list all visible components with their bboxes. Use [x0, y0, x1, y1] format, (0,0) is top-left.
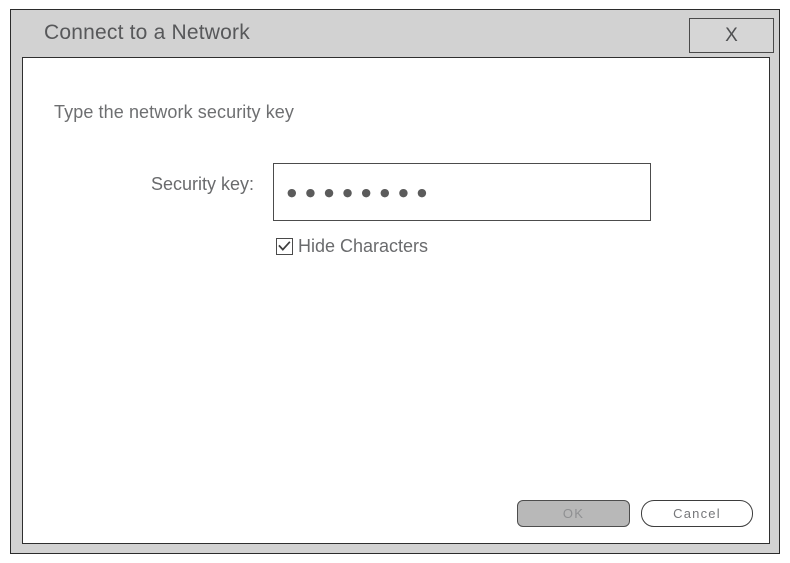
security-key-label: Security key: — [150, 174, 254, 194]
cancel-button[interactable]: Cancel — [641, 500, 753, 527]
hide-characters-checkbox[interactable] — [276, 238, 293, 255]
security-key-masked-value: ●●●●●●●● — [287, 185, 436, 199]
dialog-title-bar: Connect to a Network X — [11, 10, 779, 57]
close-button[interactable]: X — [689, 18, 774, 53]
close-icon: X — [725, 25, 738, 46]
security-key-input[interactable]: ●●●●●●●● — [273, 163, 651, 221]
instruction-text: Type the network security key — [54, 102, 295, 122]
ok-button-label: OK — [562, 506, 585, 521]
cancel-button-label: Cancel — [673, 506, 721, 521]
dialog-content-panel: Type the network security key Security k… — [22, 57, 770, 544]
ok-button[interactable]: OK — [517, 500, 630, 527]
hide-characters-checkbox-row[interactable]: Hide Characters — [276, 236, 428, 257]
hide-characters-label: Hide Characters — [298, 236, 429, 256]
dialog-title: Connect to a Network — [44, 21, 250, 44]
connect-to-network-dialog: Connect to a Network X Type the network … — [10, 9, 780, 554]
check-icon — [278, 241, 291, 251]
